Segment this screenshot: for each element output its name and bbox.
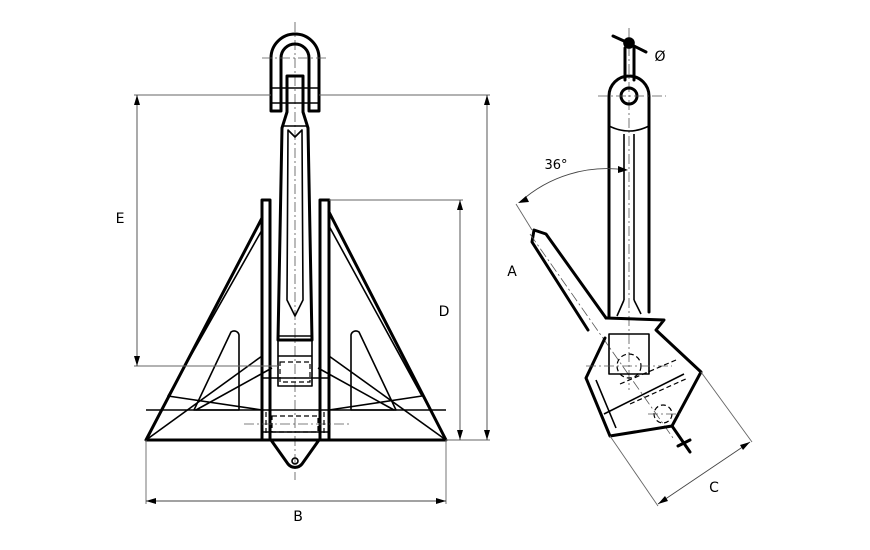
dim-c-ext-left xyxy=(609,435,659,507)
right-fin xyxy=(350,330,397,411)
side-crown-body xyxy=(584,316,703,438)
dim-d-arrow-bottom xyxy=(457,430,463,440)
left-pillar xyxy=(260,198,272,442)
dim-a-label: A xyxy=(507,264,517,280)
right-pillar xyxy=(318,198,331,442)
dim-e-label: E xyxy=(116,211,125,227)
side-shackle-head xyxy=(607,74,651,130)
dim-h-arrow-bottom xyxy=(484,430,490,440)
dim-b-label: B xyxy=(293,509,303,525)
angle-arrow-top xyxy=(618,166,628,173)
diameter-leader-right xyxy=(632,44,648,54)
shank-base-hidden xyxy=(279,361,311,383)
side-shank xyxy=(607,126,651,320)
side-crown-hidden xyxy=(619,359,689,405)
tip-hole xyxy=(291,457,299,465)
angle-arrow-bottom xyxy=(518,196,529,203)
dim-h-arrow-top xyxy=(484,95,490,105)
side-lower-pin-cap xyxy=(676,438,692,448)
dim-c-ext-right xyxy=(700,371,753,443)
right-brace xyxy=(328,355,447,441)
dim-c-arrow-left xyxy=(658,496,668,504)
side-lower-pin xyxy=(670,424,692,454)
diameter-label: Ø xyxy=(654,49,665,65)
fluke-arm-centerline xyxy=(529,233,674,439)
angle-ext-line xyxy=(515,203,533,231)
diameter-leader-left xyxy=(611,34,626,43)
side-shank-taper xyxy=(616,299,642,317)
dim-c-label: C xyxy=(709,480,719,496)
right-brace-upper xyxy=(317,367,395,411)
dim-d-label: D xyxy=(439,304,450,320)
dim-c-line xyxy=(657,441,751,505)
side-shank-neck xyxy=(608,125,650,132)
dim-b-arrow-left xyxy=(146,498,156,504)
dim-e-arrow-bottom xyxy=(134,356,140,366)
shackle-pin-shaft xyxy=(623,46,636,82)
fluke-inner-left xyxy=(167,229,263,411)
angle-label: 36° xyxy=(544,158,567,173)
fluke-inner-right xyxy=(328,225,423,411)
fluke-arm xyxy=(530,228,608,332)
side-crown-inner xyxy=(595,373,685,429)
dim-c-arrow-right xyxy=(740,442,750,450)
left-brace xyxy=(145,355,263,441)
shank-base-block xyxy=(277,335,313,387)
side-crown-block xyxy=(608,333,650,375)
angle-arc xyxy=(519,168,627,203)
dim-d-arrow-top xyxy=(457,200,463,210)
front-view: E B D xyxy=(116,22,490,525)
dim-e-arrow-top xyxy=(134,95,140,105)
left-brace-upper xyxy=(195,367,273,411)
fluke-outer xyxy=(144,210,448,442)
crown-tip xyxy=(269,438,321,469)
dim-b-arrow-right xyxy=(436,498,446,504)
shackle-pin-head xyxy=(623,37,635,49)
side-view: Ø 36° A xyxy=(507,28,753,507)
shank-inner xyxy=(286,129,304,317)
left-fin xyxy=(193,330,240,411)
